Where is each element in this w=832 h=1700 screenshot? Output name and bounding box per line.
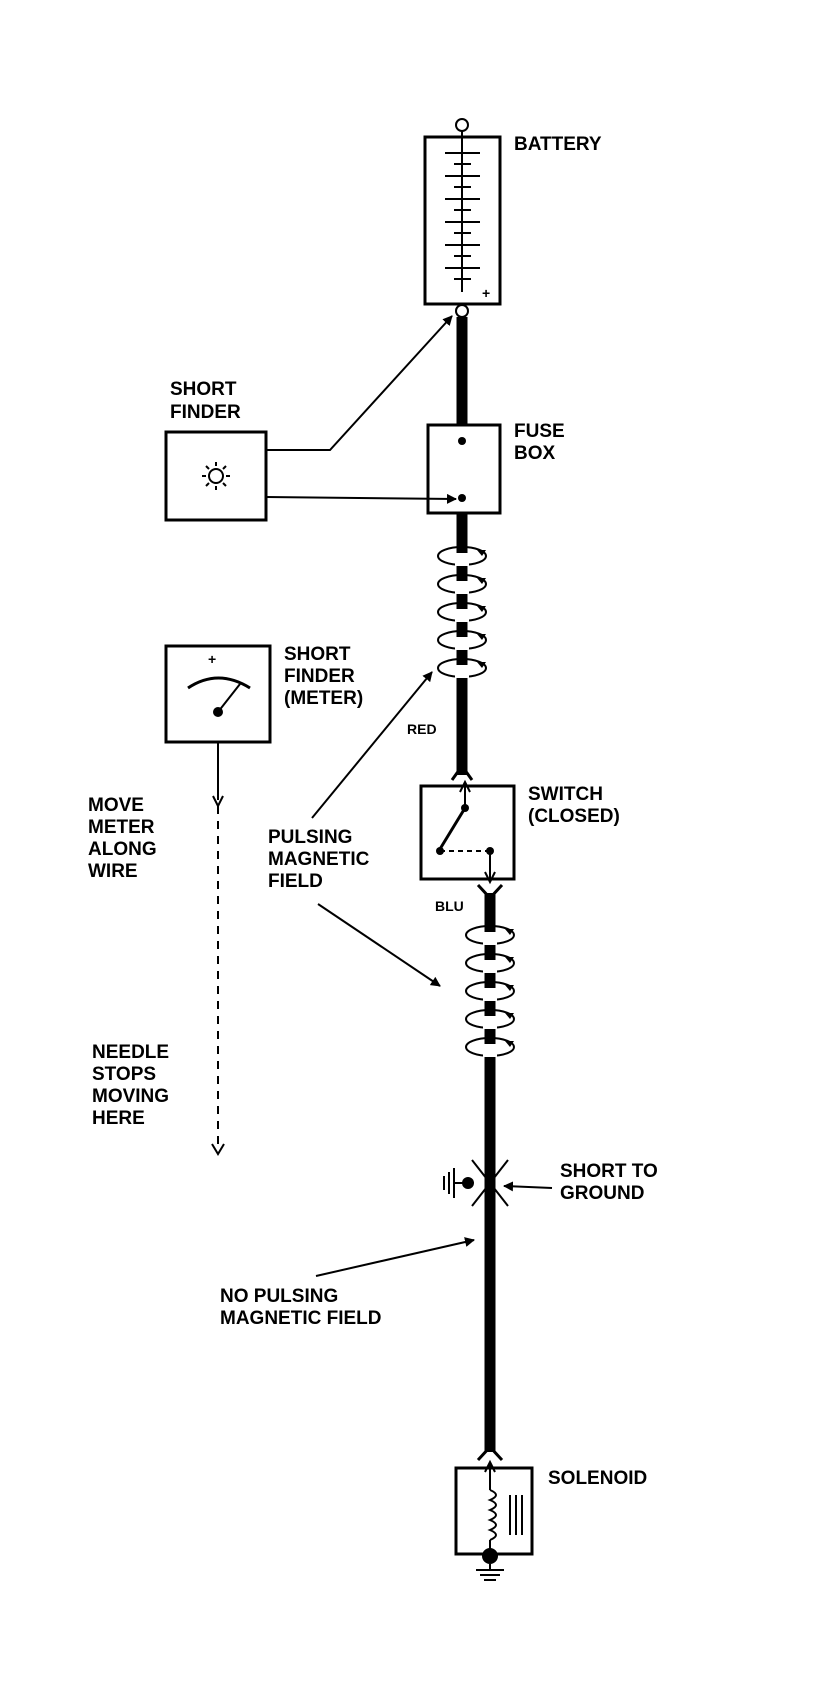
battery: +: [423, 118, 502, 318]
short-ground-arrow: [503, 1181, 553, 1192]
switch: [419, 779, 516, 885]
blu-wire-label: BLU: [435, 898, 464, 914]
needle-label-line3: MOVING: [92, 1086, 169, 1107]
battery-positive-terminal: [455, 304, 469, 318]
short-burst-icon: [471, 1156, 509, 1210]
field-loop-4: [437, 630, 487, 650]
field-loop-10: [465, 1037, 515, 1057]
short-finder-pulser: [164, 430, 268, 522]
needle-label-line1: NEEDLE: [92, 1042, 169, 1063]
meter-needle: [217, 683, 241, 713]
no-pulsing-label-line2: MAGNETIC FIELD: [220, 1308, 382, 1329]
move-label-line4: WIRE: [88, 861, 138, 882]
no-pulsing-label-line1: NO PULSING: [220, 1286, 338, 1307]
short-finder-label-line1: SHORT: [170, 379, 237, 400]
field-loop-3: [437, 602, 487, 622]
switch-label-line1: SWITCH: [528, 784, 603, 805]
lead-to-battery: [266, 315, 453, 451]
no-pulsing-arrow: [315, 1237, 475, 1277]
move-label-line2: METER: [88, 817, 155, 838]
field-loop-2: [437, 574, 487, 594]
needle-label-line2: STOPS: [92, 1064, 156, 1085]
short-to-ground: [443, 1156, 509, 1210]
pulsing-arrow-upper: [311, 671, 433, 819]
fuse-box-label-line1: FUSE: [514, 421, 565, 442]
meter-plus-sign: +: [208, 651, 216, 667]
lead-to-fuse-box: [265, 493, 457, 504]
meter-scale: [187, 676, 251, 690]
solenoid-wire-connector: [476, 1444, 504, 1462]
red-wire-label: RED: [407, 721, 437, 737]
needle-label-line4: HERE: [92, 1108, 145, 1129]
pulsing-field-coils-red: [437, 546, 487, 678]
solenoid-ground-icon: [476, 1564, 504, 1581]
fuse-box-label-line2: BOX: [514, 443, 556, 464]
meter-movement-end-arrow: [211, 1143, 225, 1156]
switch-blade: [438, 807, 467, 850]
light-bulb-icon: [202, 462, 230, 490]
red-wire-connector: [450, 763, 474, 781]
battery-label: BATTERY: [514, 134, 602, 155]
pulsing-label-line3: FIELD: [268, 871, 323, 892]
ground-icon: [443, 1168, 466, 1198]
pulsing-arrow-lower: [317, 903, 441, 987]
meter-label-line3: (METER): [284, 688, 363, 709]
battery-cells: [445, 152, 480, 280]
move-label-line1: MOVE: [88, 795, 144, 816]
short-finder-label-line2: FINDER: [170, 402, 241, 423]
solenoid-coil: [487, 1489, 497, 1541]
pulsing-label-line2: MAGNETIC: [268, 849, 370, 870]
field-loop-6: [465, 925, 515, 945]
battery-plus-sign: +: [482, 285, 490, 301]
battery-negative-terminal: [455, 118, 469, 132]
field-loop-9: [465, 1009, 515, 1029]
short-ground-label-line1: SHORT TO: [560, 1161, 658, 1182]
field-loop-8: [465, 981, 515, 1001]
short-ground-label-line2: GROUND: [560, 1183, 644, 1204]
field-loop-5: [437, 658, 487, 678]
field-loop-1: [437, 546, 487, 566]
meter-pivot: [213, 707, 223, 717]
switch-label-line2: (CLOSED): [528, 806, 620, 827]
pulsing-label-line1: PULSING: [268, 827, 352, 848]
move-label-line3: ALONG: [88, 839, 157, 860]
solenoid: [454, 1459, 534, 1581]
meter-label-line1: SHORT: [284, 644, 351, 665]
solenoid-label: SOLENOID: [548, 1468, 647, 1489]
field-loop-7: [465, 953, 515, 973]
meter-label-line2: FINDER: [284, 666, 355, 687]
short-finder-meter: +: [164, 644, 272, 744]
pulsing-field-coils-blu: [465, 925, 515, 1057]
